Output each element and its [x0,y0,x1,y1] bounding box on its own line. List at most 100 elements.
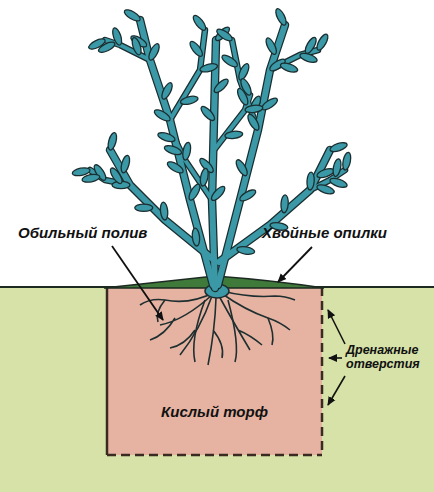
leaf-blade [199,168,209,187]
leaf-blade [215,27,234,43]
leaf-blade [120,154,132,173]
leaf [153,108,172,123]
leaf-blade [341,152,352,171]
leaf-blade [303,36,318,55]
leaf-blade [315,33,330,52]
leaf-blade [332,158,343,177]
leaf-blade [224,130,243,139]
leaf-blade [166,160,185,175]
leaf [120,154,132,173]
leaf-blade [135,204,153,211]
soil [0,287,434,492]
stem [140,20,213,285]
leaf [246,113,261,132]
leaf-blade [316,183,335,196]
leaf-blade [199,62,218,73]
leaf-blade [306,172,314,190]
leaf [224,130,243,139]
drainage-label: Дренажные отверстия [346,343,430,372]
leaf-blade [234,158,249,177]
leaf [280,195,288,213]
stem-outline [212,40,216,288]
leaf-blade [236,245,255,255]
mulch-label: Хвойные опилки [262,224,430,241]
leaf-blade [280,195,288,213]
root [194,300,205,362]
leaf [135,204,153,211]
leaf-blade [264,37,278,56]
pit-wall [106,287,109,455]
leaf-blade [279,61,298,74]
stem [110,150,214,260]
leader-line [328,310,345,344]
leaf [160,81,174,100]
stem [170,30,205,120]
leaf [147,42,161,61]
leaf-blade [274,7,288,26]
root [208,298,223,365]
leaf [238,188,257,203]
shrub [72,7,352,288]
leaf-blade [238,188,257,203]
leaf-blade [191,228,200,247]
peat-pit: Кислый торф [107,287,322,455]
leaf [191,228,200,247]
leaf [180,95,199,106]
pit-label: Кислый торф [161,403,268,420]
stem [219,150,330,262]
leaf-blade [187,183,202,202]
watering-label: Обильный полив [18,224,178,241]
leaf [72,166,91,177]
leader-line [112,246,163,320]
pit-wall-dashed [321,287,324,455]
leaf [279,61,298,74]
leaf [199,104,217,122]
root [268,318,273,345]
leaf-blade [246,113,261,132]
leaf [123,8,142,23]
root [228,300,236,362]
leaf [209,184,227,202]
leaf-blade [245,104,264,113]
leaf [160,202,169,221]
leaf-blade [199,104,217,122]
leaf [315,33,330,52]
leaf-blade [239,77,253,96]
leaf-blade [157,131,176,144]
leaf [191,14,208,33]
leaf-blade [160,202,169,221]
leaf-blade [163,144,182,157]
roots [140,284,295,365]
leaf [220,53,239,69]
leaf [264,37,278,56]
root [219,296,262,350]
stem-outline [170,30,205,120]
leaf-blade [72,166,91,177]
leaf [166,160,185,175]
leaf [236,245,255,255]
leader-line [329,357,342,359]
leaf [316,183,335,196]
leaf [199,62,218,73]
leaf-blade [329,177,348,190]
leaf [181,142,191,161]
leaf [107,132,119,151]
leaf-blade [188,40,205,59]
leader-line [278,247,312,282]
leaf-blade [329,141,348,154]
leaf-blade [107,132,119,151]
leaf-blade [108,166,124,185]
leaf [108,166,124,185]
leaf [329,177,348,190]
leaf-blade [209,184,227,202]
leaf [187,183,202,202]
leaf-blade [160,81,174,100]
leaf [199,168,209,187]
leaf [188,40,205,59]
leaf-blade [316,167,335,180]
leaf-blade [123,8,142,23]
leaf-blade [87,37,106,51]
leaf-blade [212,77,230,95]
leaf [260,96,279,112]
leaf-blade [181,142,191,161]
